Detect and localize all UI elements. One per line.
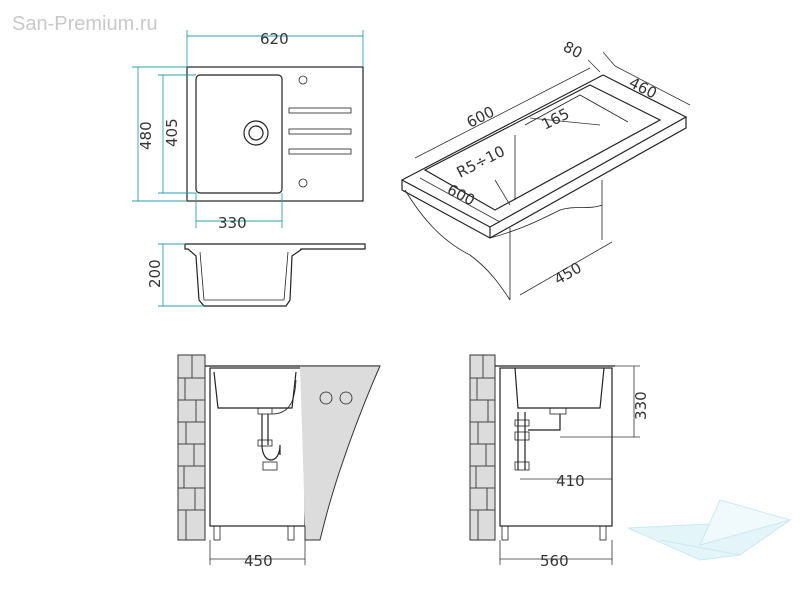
dim-label-330-side: 330 [632,391,650,420]
iso-break-left [404,189,511,301]
dim-label-330: 330 [218,214,247,232]
drainer-groove-3 [288,148,352,155]
iso-worktop-edge [401,117,687,239]
socket-2 [339,391,353,405]
drain-outer [243,120,269,146]
drain-inner [248,125,264,141]
side-profile-bowl [199,251,289,301]
dim-label-200: 200 [146,259,164,288]
dim-label-410: 410 [556,472,585,490]
front-sink-bowl [213,371,297,409]
top-view-bowl [195,74,283,194]
sink-logo-icon [627,499,792,561]
dim-label-450-front: 450 [244,552,273,570]
front-cabinet [209,367,306,527]
dim-line-165 [529,117,601,126]
dim-label-600-top: 600 [464,103,498,132]
watermark-text: San-Premium.ru [12,13,158,35]
drainer-groove-2 [288,128,352,135]
side-install-view: 330 410 560 [469,354,650,570]
dim-label-405: 405 [163,118,181,147]
side-profile-outline [184,243,366,307]
top-view-outline [186,66,364,202]
dim-line-450-iso [519,241,613,296]
dim-line-600-top [414,67,591,159]
brick-wall-side [469,354,496,541]
dim-label-80: 80 [560,38,585,63]
socket-1 [319,391,333,405]
dim-label-620: 620 [260,30,289,48]
top-view: 620 480 405 330 [132,30,364,232]
front-wall-cut [300,365,381,541]
dim-label-radius: R5÷10 [454,142,508,181]
dim-line-radius [494,179,511,206]
tap-hole [298,75,308,85]
iso-view: 80 460 600 165 R5÷10 600 450 [400,38,691,301]
dim-line-600-front [419,177,501,223]
dim-label-450-iso: 450 [551,259,585,289]
iso-cutout [423,84,662,211]
overflow-hole [298,178,308,188]
brick-wall-front [177,354,206,541]
dim-label-460: 460 [626,74,660,103]
drainer-groove-1 [288,107,352,114]
side-view: 200 [146,243,366,307]
dim-line-460 [614,65,691,106]
side-siphon [514,431,530,441]
front-install-view: 450 [177,354,381,570]
side-cabinet [499,367,613,527]
front-siphon [261,444,281,461]
dim-label-480: 480 [137,121,155,150]
side-sink-bowl [514,367,605,409]
dim-label-560: 560 [540,552,569,570]
